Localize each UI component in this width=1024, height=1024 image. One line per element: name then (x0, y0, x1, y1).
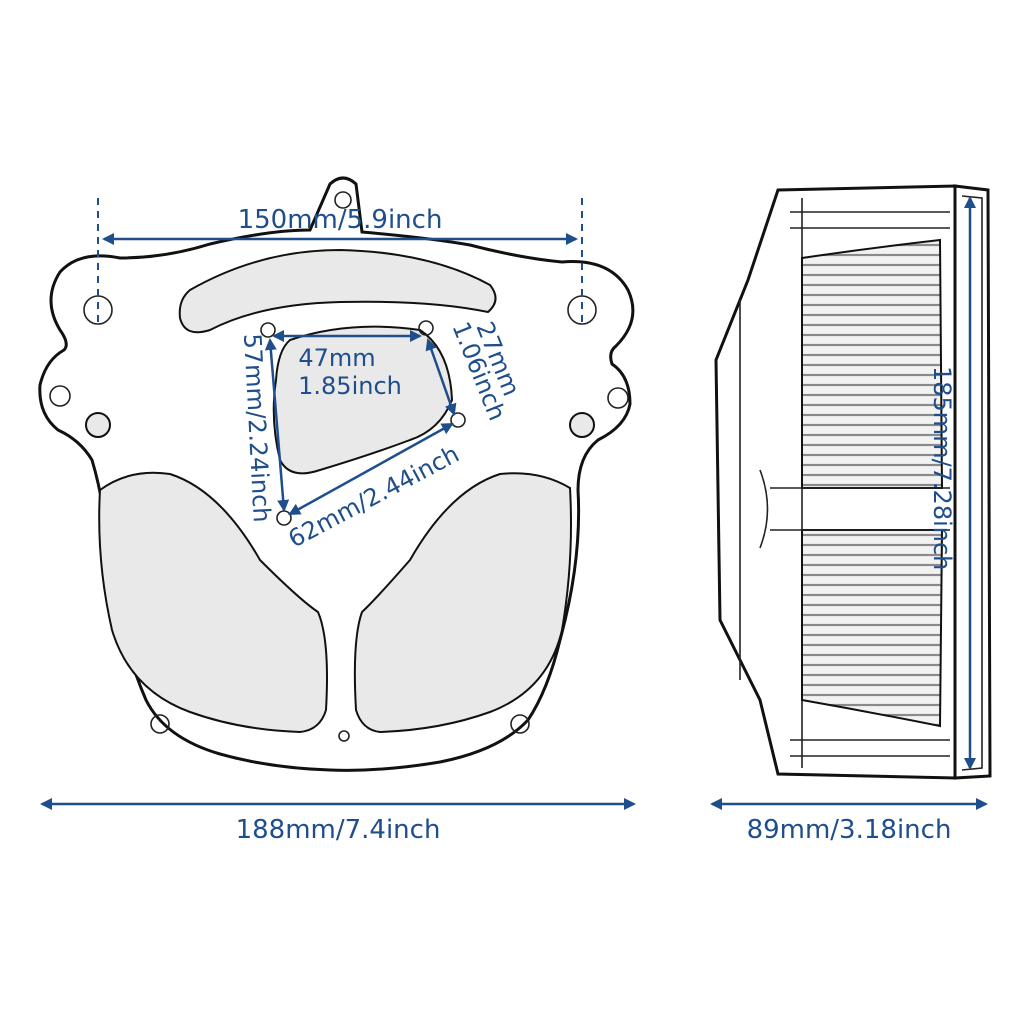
side-view-filter (714, 184, 992, 780)
dimension-triangle-bottom-line (288, 422, 454, 516)
dimension-bottom-width-label: 188mm/7.4inch (236, 815, 441, 845)
dimension-side-height-label: 185mm/7.28inch (928, 366, 956, 570)
dimension-triangle-top-label: 47mm (298, 344, 375, 372)
dimension-triangle-right-line (425, 338, 457, 416)
dimension-triangle-top-inch-label: 1.85inch (298, 372, 402, 400)
dimension-triangle-left-line (264, 338, 290, 512)
dimension-top-width-label: 150mm/5.9inch (238, 205, 443, 235)
front-view-cover (38, 176, 635, 772)
dimension-side-depth-label: 89mm/3.18inch (747, 815, 952, 845)
